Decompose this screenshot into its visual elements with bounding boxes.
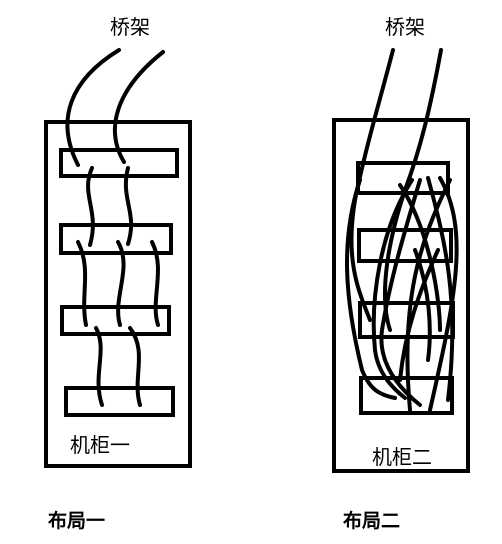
layout-2-cabinet-frame — [332, 118, 470, 473]
layout-2-cable-tangle-2 — [426, 176, 455, 402]
layout-2-cable-tangle-7 — [345, 178, 397, 400]
layout-1-cable-3-4-right — [128, 326, 142, 407]
layout-2: 桥架 机柜二 布局二 — [332, 15, 470, 532]
layout-2-cable-tangle-8 — [398, 248, 440, 382]
layout-1-cable-tray-left — [65, 48, 121, 167]
layout-2-cable-tangle-4 — [379, 178, 422, 407]
layout-1-cable-3-4-left — [94, 326, 104, 407]
layout-1-cable-1-2-right — [123, 166, 134, 246]
layout-2-cable-tangle-1 — [371, 178, 414, 400]
layout-2-cable-tangle-5 — [405, 178, 452, 412]
layout-1: 桥架 机柜一 布局一 — [44, 15, 192, 532]
layout-1-cable-2-3-left — [76, 240, 88, 327]
layout-2-caption: 布局二 — [343, 509, 400, 532]
layout-1-caption: 布局一 — [48, 509, 105, 532]
layout-1-cable-tray-right — [113, 50, 165, 164]
layout-1-cable-tray-label: 桥架 — [110, 15, 150, 39]
layout-1-patch-panel-4 — [64, 386, 175, 417]
layout-2-cable-tray-label: 桥架 — [385, 15, 425, 39]
layout-2-cable-tangle-9 — [413, 248, 432, 362]
layout-2-cabinet-label: 机柜二 — [372, 445, 432, 469]
layout-1-cabinet-frame — [44, 120, 192, 468]
layout-1-cable-1-2-left — [86, 166, 95, 247]
layout-1-cable-2-3-middle — [116, 240, 126, 327]
layout-1-cabinet-label: 机柜一 — [70, 433, 130, 457]
layout-1-patch-panel-2 — [59, 223, 173, 255]
layout-1-patch-panel-3 — [60, 305, 171, 336]
layout-2-cable-tangle-3 — [428, 176, 459, 412]
layout-1-cable-2-3-right — [150, 240, 160, 327]
